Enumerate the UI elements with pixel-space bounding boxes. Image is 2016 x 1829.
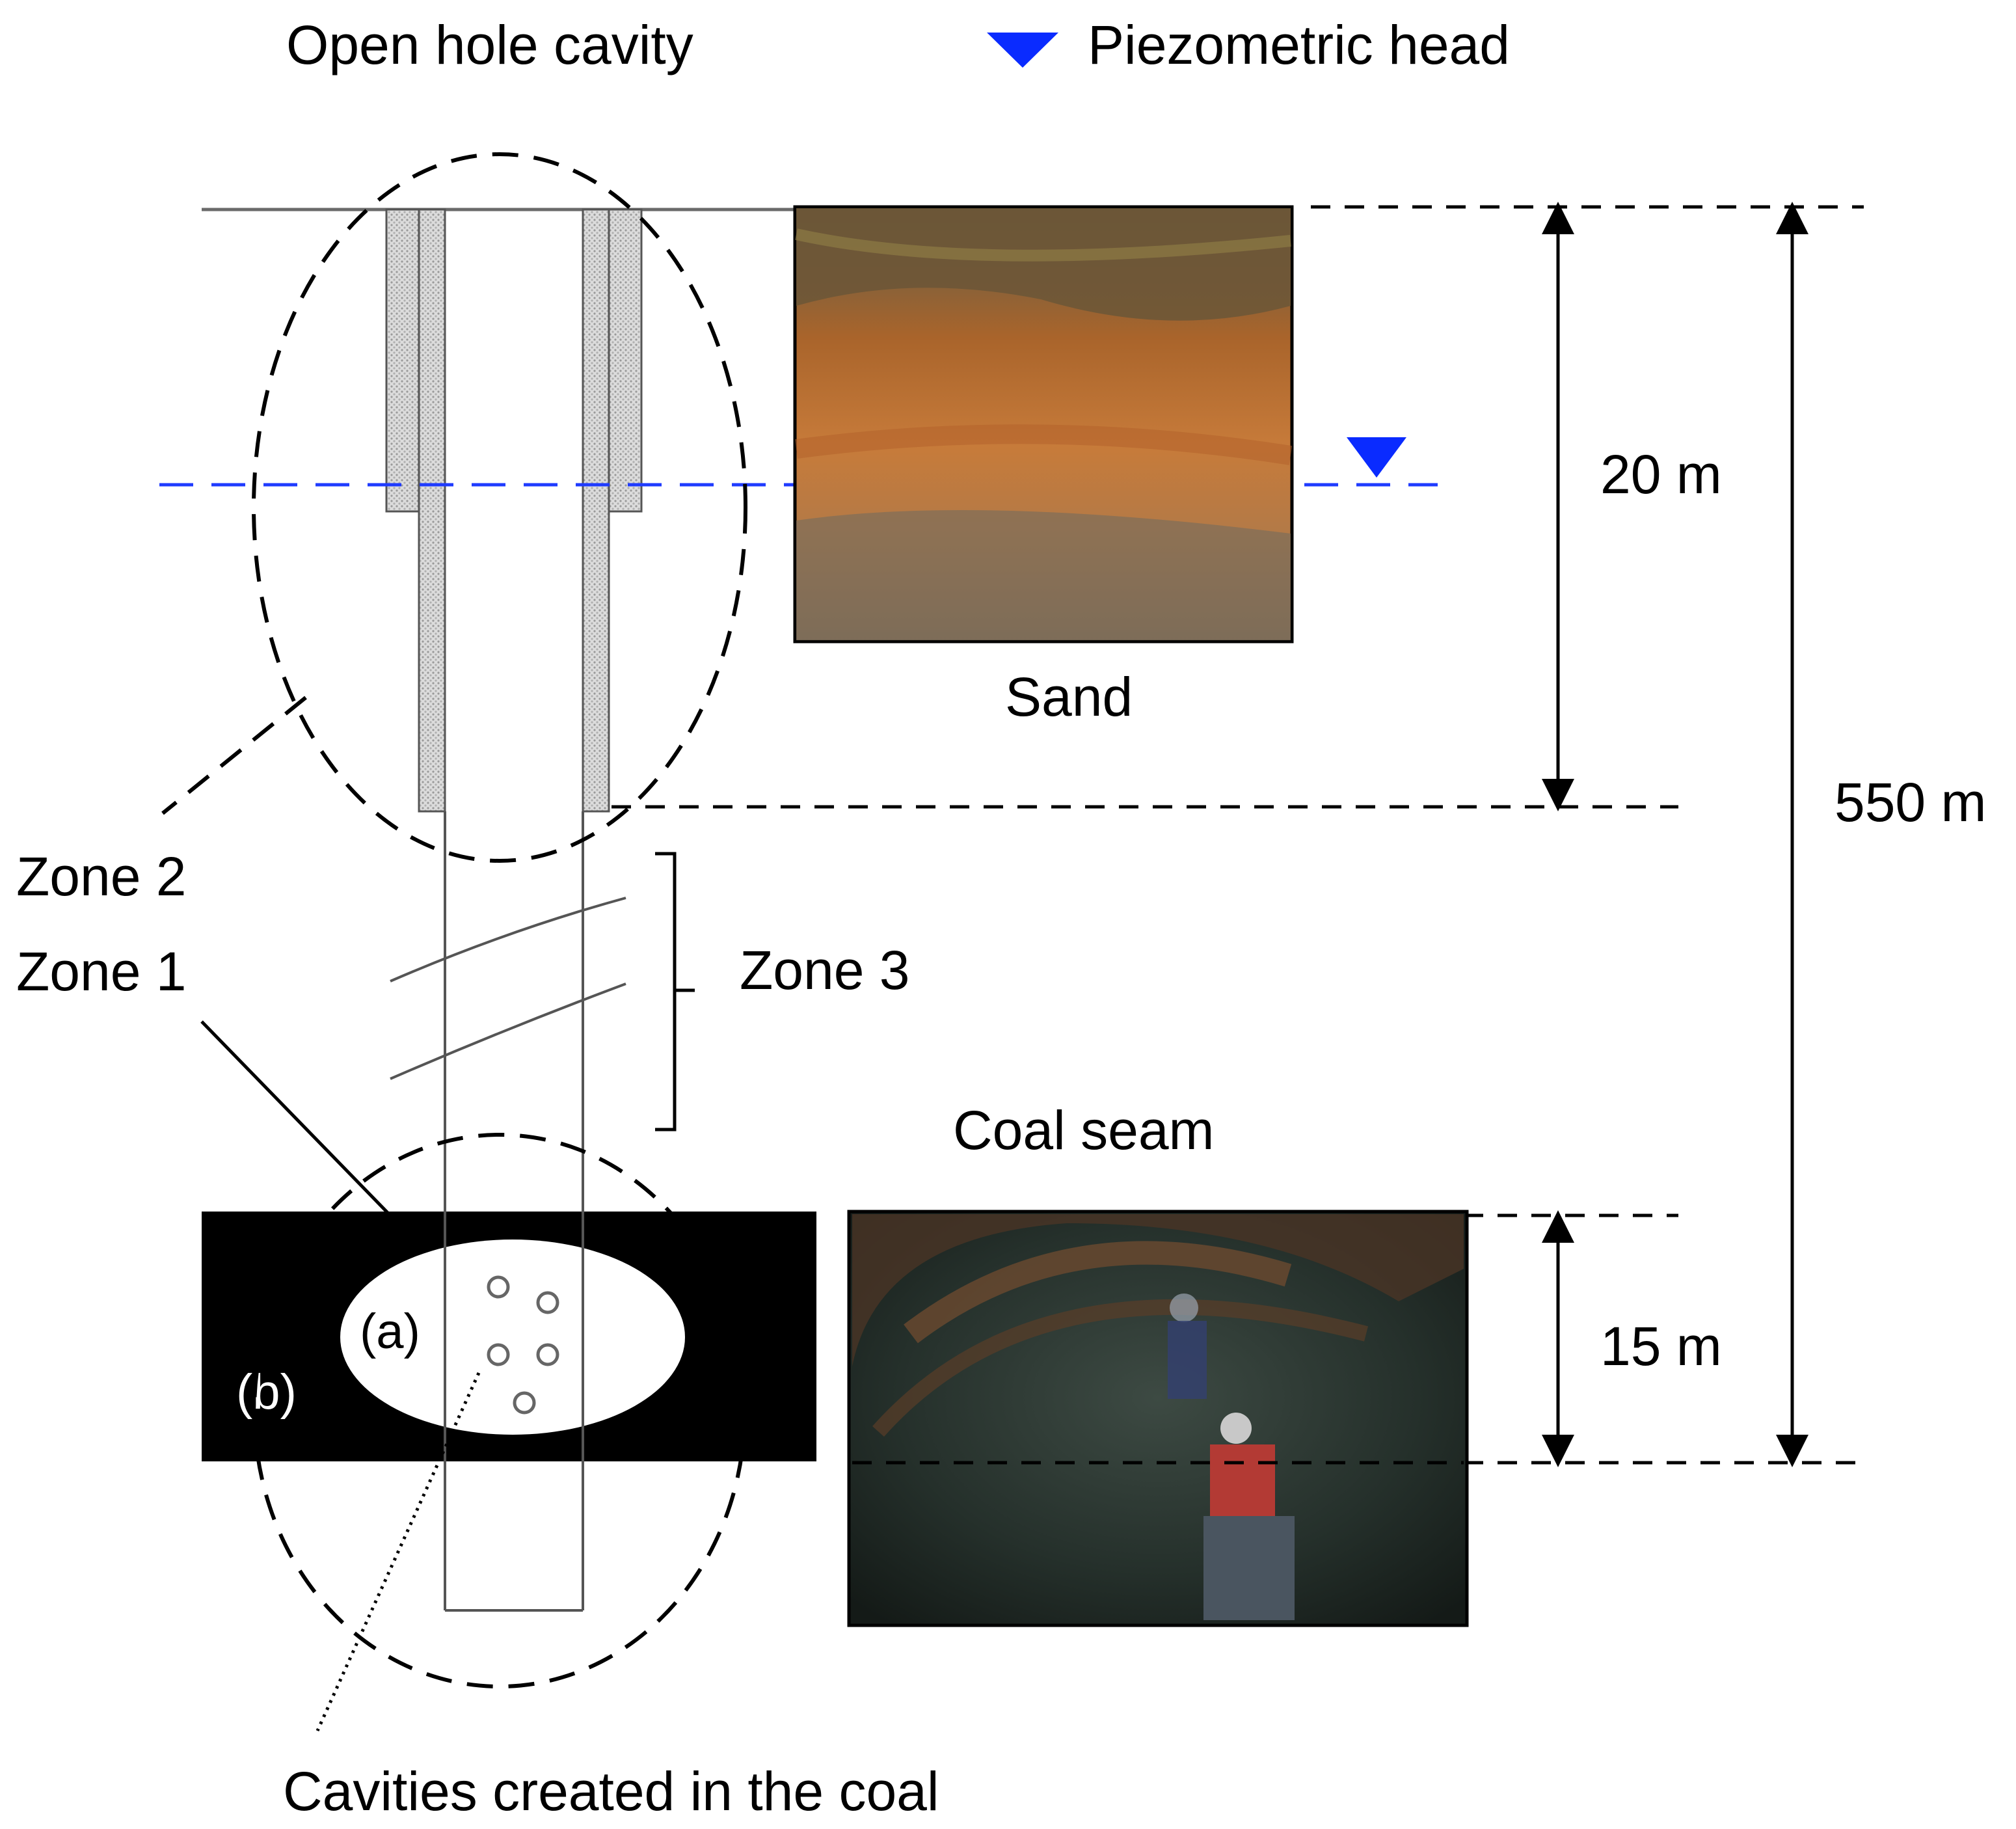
casing-right-lower: [582, 208, 610, 813]
lower-cavity-ellipse: [252, 1133, 747, 1688]
upper-cavity-ellipse: [252, 152, 747, 863]
leader-line-zone1: [200, 1020, 392, 1217]
coal-seam-label: Coal seam: [953, 1100, 1215, 1161]
piezometric-head-icon: [987, 33, 1058, 68]
inner-zone-label: (a): [360, 1304, 420, 1359]
casing-left-lower: [418, 208, 446, 813]
sand-photo: [793, 205, 1294, 644]
cavities-leader-line: [316, 1372, 481, 1732]
casing-right-upper: [608, 208, 643, 513]
piezometric-head-label: Piezometric head: [1088, 14, 1510, 75]
piezometric-marker-icon: [1347, 437, 1406, 478]
sand-depth-label: 20 m: [1600, 444, 1722, 505]
cavities-caption: Cavities created in the coal: [283, 1761, 939, 1822]
zone2-label: Zone 2: [16, 846, 187, 907]
zone1-label: Zone 1: [16, 941, 187, 1002]
zone3-label: Zone 3: [740, 940, 910, 1001]
total-depth-label: 550 m: [1835, 772, 1986, 833]
seam-thickness-label: 15 m: [1600, 1316, 1722, 1377]
cavity-circle: [536, 1291, 559, 1314]
outer-zone-label: (b): [236, 1364, 297, 1420]
coal-seam-photo: [847, 1210, 1469, 1627]
zone-upper-fracture-line: [390, 897, 626, 982]
cavity-circle: [513, 1391, 536, 1415]
cavity-circle: [487, 1343, 510, 1366]
sand-label: Sand: [1005, 666, 1133, 727]
cavity-inner-zone: [340, 1240, 685, 1435]
zone3-bracket: [655, 852, 695, 1131]
cavity-circle: [536, 1343, 559, 1366]
cavity-circle: [487, 1275, 510, 1299]
leader-line-zone2: [161, 696, 307, 815]
zone-lower-fracture-line: [390, 982, 626, 1080]
casing-left-upper: [385, 208, 420, 513]
open-hole-cavity-label: Open hole cavity: [286, 14, 693, 75]
